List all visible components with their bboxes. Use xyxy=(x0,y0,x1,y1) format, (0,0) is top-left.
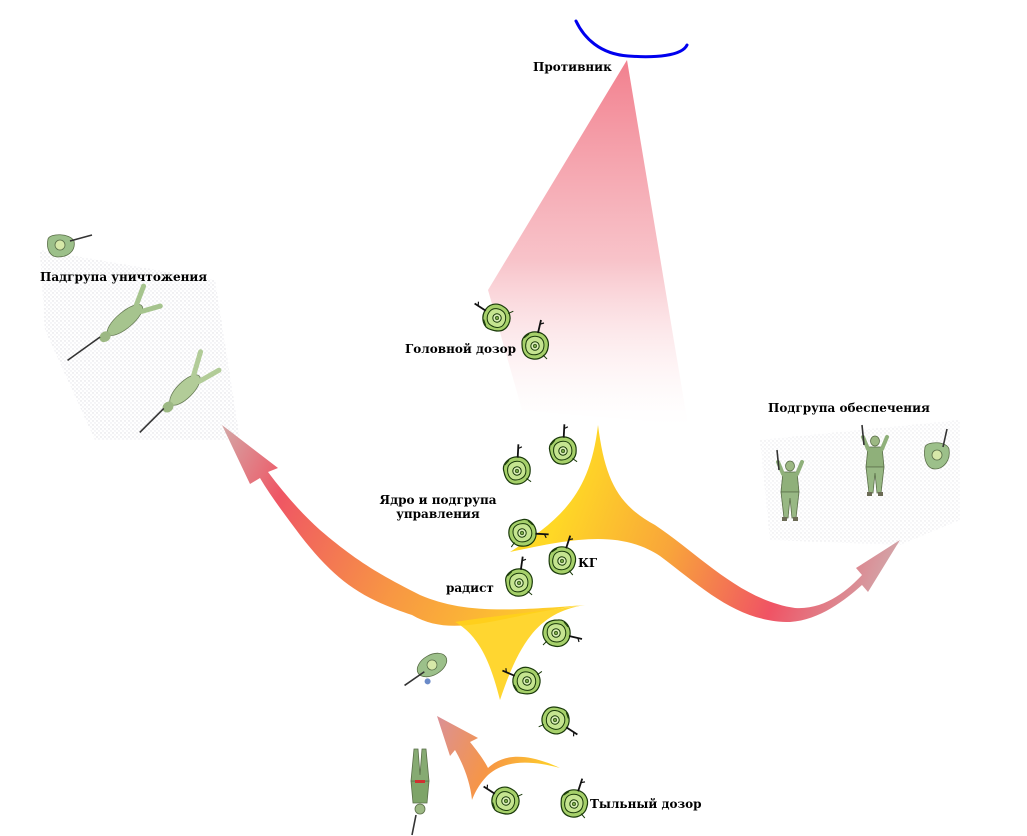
enemy-position-line xyxy=(574,19,689,59)
label-core-group: Ядро и подгрупа управления xyxy=(368,493,508,521)
label-radio-operator: радист xyxy=(446,581,494,595)
label-rear-patrol: Тыльный дозор xyxy=(590,797,702,811)
arrow-right-support xyxy=(510,425,900,622)
label-core-line1: Ядро и подгрупа xyxy=(379,493,497,507)
label-head-patrol: Головной дозор xyxy=(405,342,517,356)
arrow-left-destruction xyxy=(222,425,585,626)
label-support-subgroup: Подгрупа обеспечения xyxy=(768,401,930,415)
support-subgroup-figures xyxy=(775,423,950,523)
label-kg: КГ xyxy=(578,556,598,570)
label-destruction-subgroup: Падгрупа уничтожения xyxy=(40,270,208,284)
observation-sector xyxy=(488,60,688,425)
arrow-rear xyxy=(437,716,560,800)
core-soldiers xyxy=(498,422,585,743)
rear-patrol-soldiers xyxy=(476,776,591,820)
destruction-subgroup-figures xyxy=(47,234,222,433)
label-enemy: Противник xyxy=(533,60,612,74)
label-core-line2: управления xyxy=(396,507,480,521)
rear-side-figures xyxy=(404,652,448,836)
